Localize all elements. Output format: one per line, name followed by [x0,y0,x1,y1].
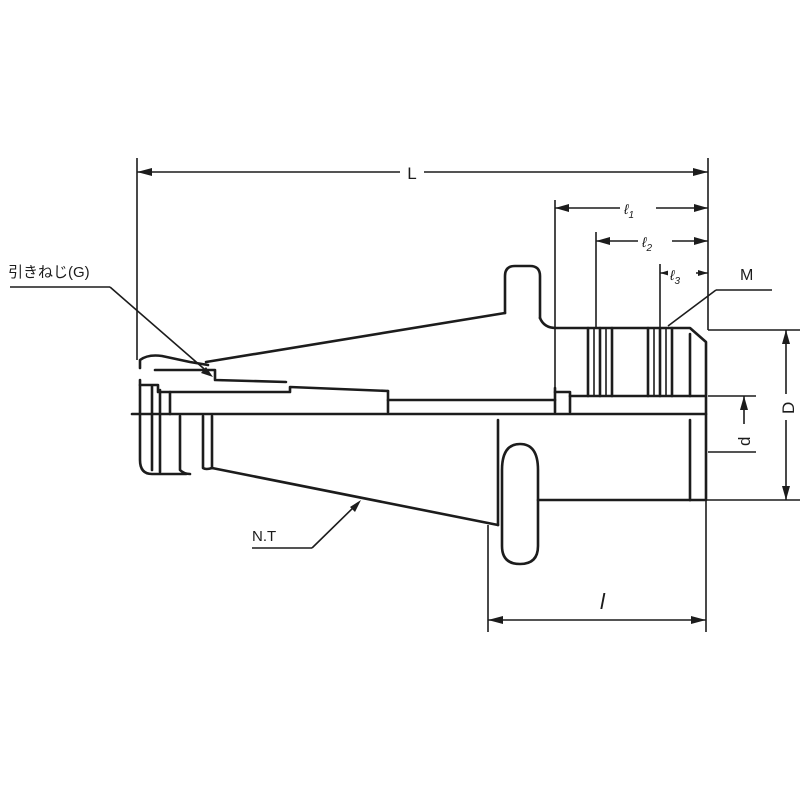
holder-body [130,264,708,566]
dimension-L: L [136,158,709,360]
dimension-l3: ℓ3 [659,263,708,328]
label-L: L [407,164,416,183]
dimension-l1: ℓ1 [554,198,708,390]
dimension-l2: ℓ2 [595,231,708,328]
dimension-D: D [706,329,800,501]
leader-NT: N.T [252,500,361,549]
dimension-l: l [487,500,707,632]
label-l: l [600,589,606,614]
label-d: d [735,437,754,446]
label-l3: ℓ3 [669,267,681,287]
label-NT: N.T [252,528,276,545]
label-l2: ℓ2 [641,234,653,254]
arrow-right [693,168,708,176]
label-pull-stud: 引きねじ(G) [8,264,90,281]
leader-M: M [667,267,772,327]
arrow-left [137,168,152,176]
label-M: M [740,267,753,284]
leader-pull-stud: 引きねじ(G) [8,264,213,377]
label-l1: ℓ1 [623,201,634,221]
dimension-d: d [708,395,756,453]
label-D: D [779,402,798,414]
